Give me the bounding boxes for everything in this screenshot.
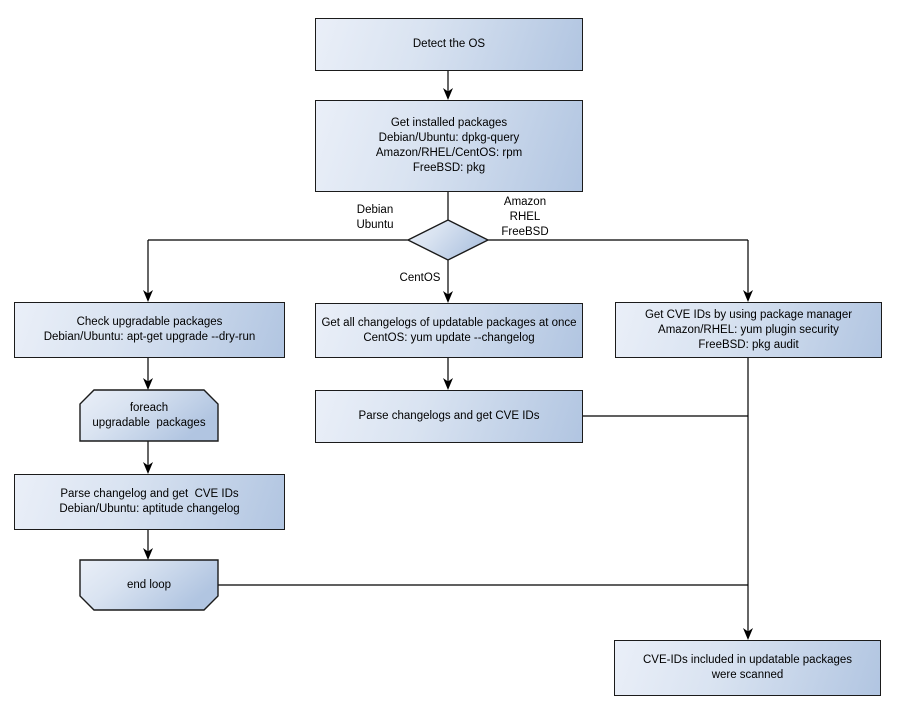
arrow-icon (143, 462, 153, 474)
node-parse-changelog: Parse changelog and get CVE IDs Debian/U… (14, 474, 285, 530)
edge-label-debian-ubuntu: Debian Ubuntu (356, 204, 394, 231)
node-get-installed-packages: Get installed packages Debian/Ubuntu: dp… (315, 100, 583, 192)
os-decision-diamond (406, 219, 490, 261)
arrow-icon (143, 290, 153, 302)
arrow-icon (443, 378, 453, 390)
node-check-upgradable-label: Check upgradable packages Debian/Ubuntu:… (43, 316, 256, 343)
arrow-icon (743, 290, 753, 302)
arrow-icon (143, 548, 153, 560)
arrow-icon (743, 628, 753, 640)
edge-label-centos: CentOS (399, 272, 441, 284)
node-parse-changelog-label: Parse changelog and get CVE IDs Debian/U… (59, 488, 240, 515)
node-detect-os: Detect the OS (315, 18, 583, 71)
node-scanned-result: CVE-IDs included in updatable packages w… (614, 640, 881, 696)
node-get-all-changelogs-label: Get all changelogs of updatable packages… (321, 316, 577, 344)
arrowheads (143, 88, 753, 640)
node-foreach-shape (79, 389, 219, 442)
edge-label-amazon-rhel-freebsd: Amazon RHEL FreeBSD (501, 196, 549, 238)
node-get-all-changelogs: Get all changelogs of updatable packages… (315, 303, 583, 358)
node-end-loop-shape (79, 559, 219, 611)
node-check-upgradable: Check upgradable packages Debian/Ubuntu:… (14, 302, 285, 358)
node-get-cve-ids-label: Get CVE IDs by using package manager Ama… (644, 308, 853, 351)
node-get-installed-packages-label: Get installed packages Debian/Ubuntu: dp… (375, 117, 523, 174)
node-detect-os-label: Detect the OS (412, 38, 486, 50)
arrow-icon (143, 378, 153, 390)
node-parse-changelogs-label: Parse changelogs and get CVE IDs (358, 410, 540, 422)
arrow-icon (443, 291, 453, 303)
connector-lines (147, 71, 749, 633)
node-parse-changelogs: Parse changelogs and get CVE IDs (315, 390, 583, 443)
arrow-icon (443, 88, 453, 100)
node-scanned-result-label: CVE-IDs included in updatable packages w… (642, 654, 853, 681)
node-get-cve-ids: Get CVE IDs by using package manager Ama… (615, 302, 882, 358)
